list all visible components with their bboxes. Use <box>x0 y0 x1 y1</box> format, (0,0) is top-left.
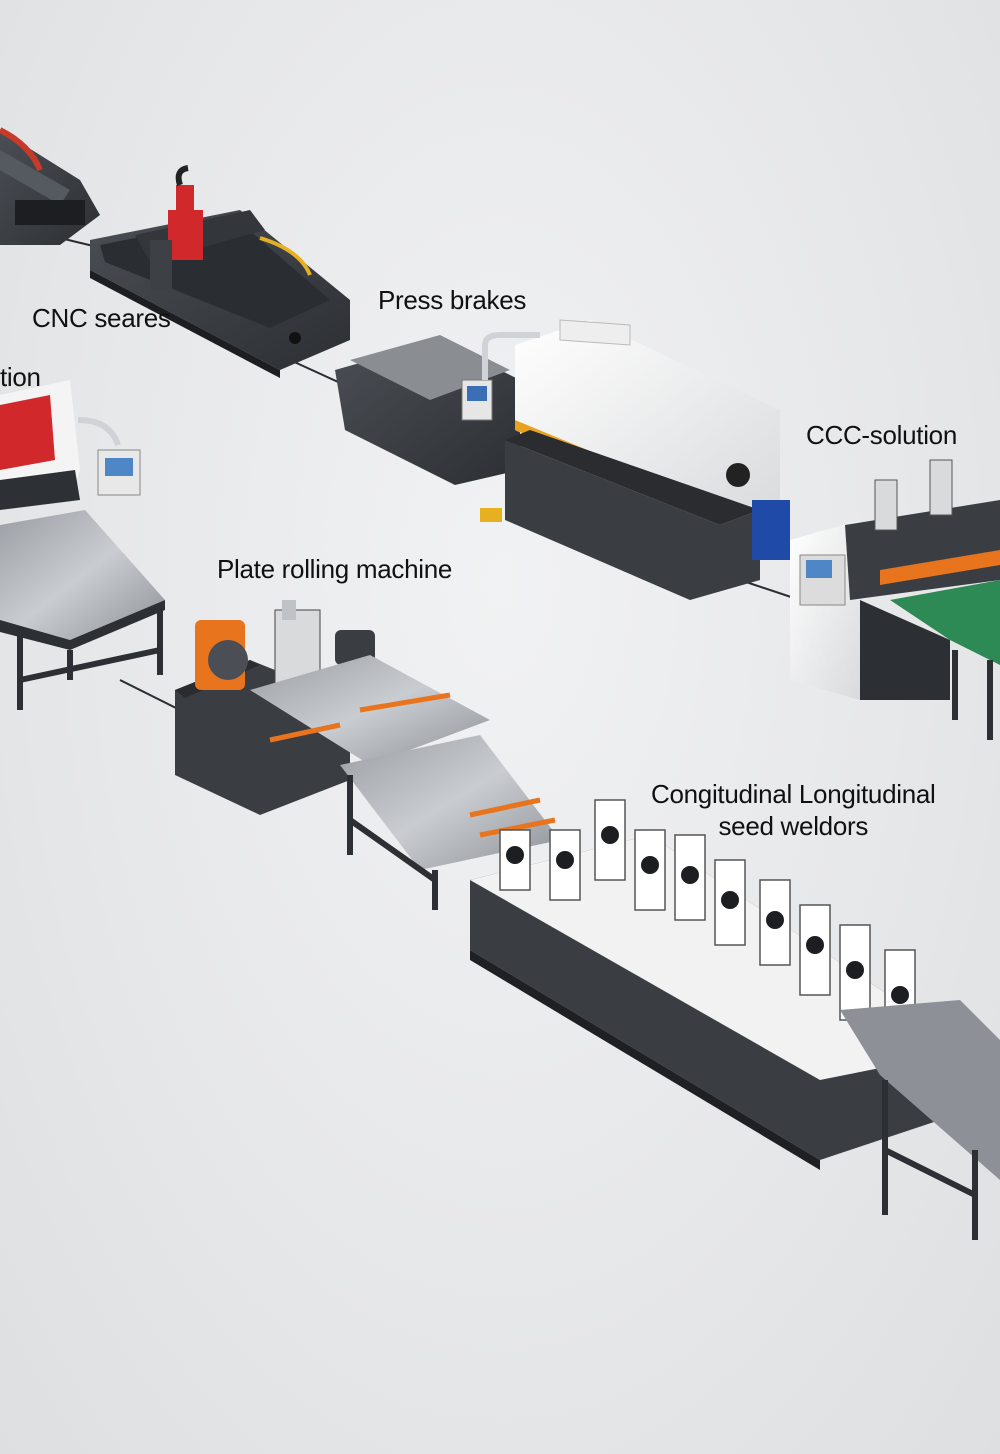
laser-cutter-top-left <box>0 127 100 245</box>
label-seam-welders-line2: seed weldors <box>718 811 869 841</box>
label-seam-welders-line1: Congitudinal Longitudinal <box>651 779 936 809</box>
ccc-machine-right <box>790 459 1000 740</box>
red-press-brake-left <box>0 380 165 710</box>
cnc-gantry-machine <box>90 165 350 378</box>
label-plate-rolling-machine: Plate rolling machine <box>217 554 453 584</box>
label-partial-tion: tion <box>0 362 41 392</box>
shear-machine-center <box>335 319 790 600</box>
label-seam-welders: Congitudinal Longitudinal seed weldors <box>651 778 936 842</box>
seam-welder-line <box>470 799 1000 1240</box>
label-cnc-shears: CNC seares <box>32 303 171 333</box>
label-ccc-solution: CCC-solution <box>806 420 958 450</box>
label-press-brakes: Press brakes <box>378 285 527 315</box>
plate-rolling-machine <box>175 600 490 815</box>
